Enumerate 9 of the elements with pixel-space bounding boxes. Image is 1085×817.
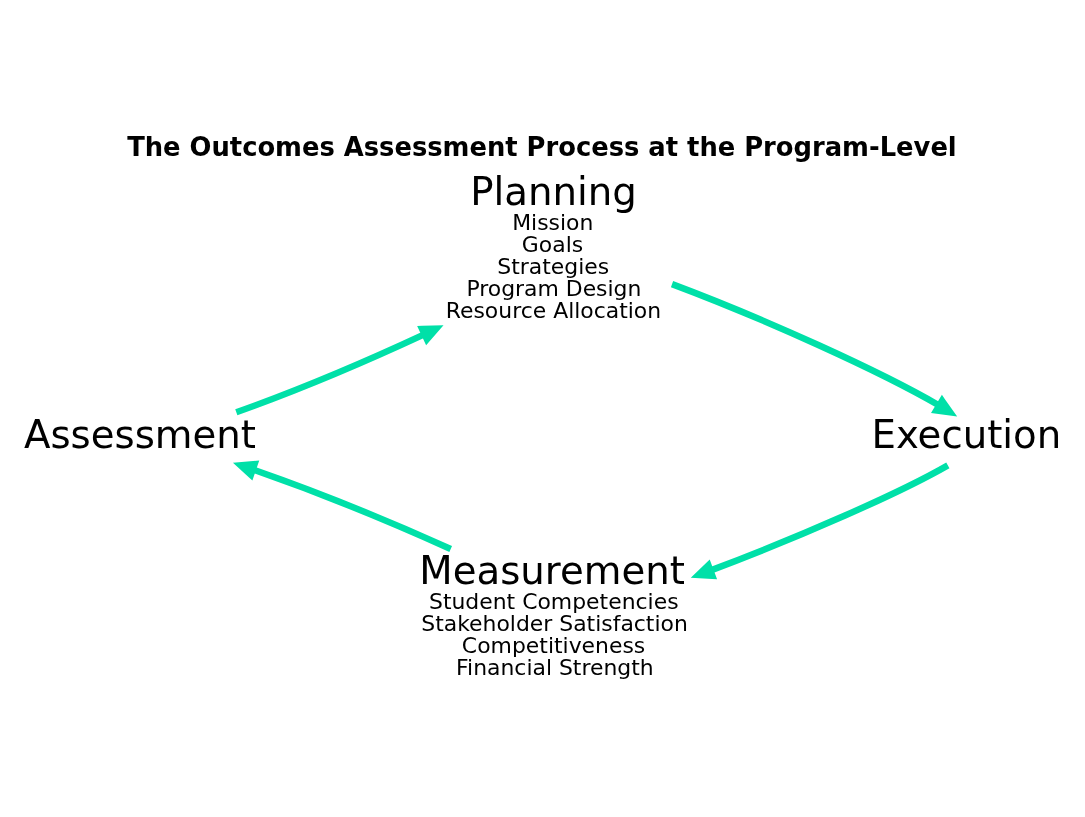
node-text: Planning Mission Goals Strategies Program Design Resource Allocation	[445, 168, 662, 323]
node-text: Assessment	[23, 412, 257, 458]
arrow	[670, 281, 958, 417]
node-text: Measurement Student Competencies Stakeholder Satisfaction Competitiveness Financial Strength	[419, 547, 688, 680]
node-text: Execution	[871, 412, 1062, 458]
arrow	[690, 462, 950, 580]
arrow	[232, 460, 452, 552]
arrow	[235, 325, 444, 416]
diagram-title: The Outcomes Assessment Process at the Program-Level	[127, 131, 957, 162]
